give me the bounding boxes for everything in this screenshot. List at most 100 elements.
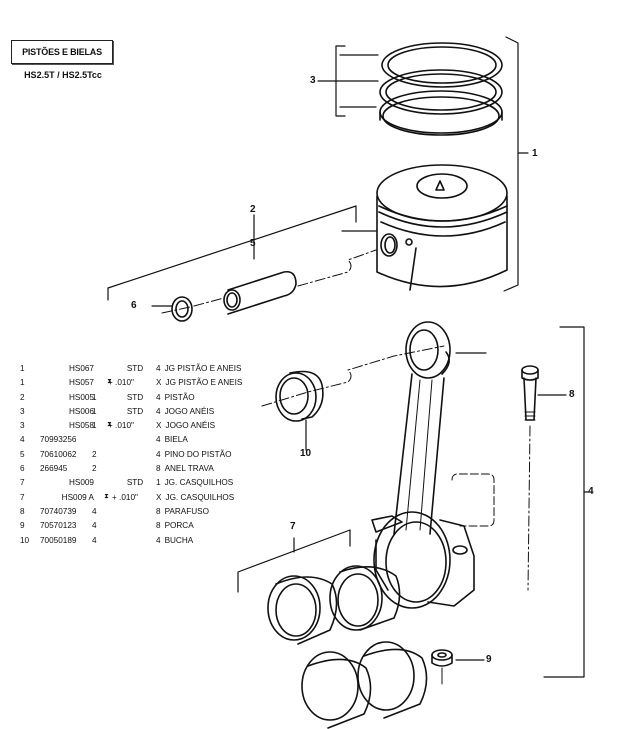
- rod-bolt: [521, 365, 567, 591]
- total-qty: 4: [156, 435, 161, 445]
- part-description: JG. CASQUILHOS: [164, 478, 234, 488]
- callout-6: 6: [131, 300, 137, 311]
- part-description: ANEL TRAVA: [164, 464, 214, 474]
- total-qty: 4: [156, 392, 161, 402]
- total-qty: 4: [156, 449, 161, 459]
- part-description: JOGO ANÉIS: [164, 406, 215, 416]
- callout-1: 1: [532, 148, 538, 159]
- callout-5: 5: [250, 238, 256, 249]
- item-number: 1: [20, 378, 25, 388]
- piston-rings: [379, 42, 503, 136]
- unit-qty: 4: [92, 535, 97, 545]
- item-number: 8: [20, 506, 25, 516]
- callout-2-bracket: [107, 205, 377, 301]
- hourglass-icon: ⧗: [107, 421, 112, 429]
- unit-qty: 4: [92, 506, 97, 516]
- callout-3-leader: [317, 45, 379, 117]
- part-code: HS009 A: [61, 492, 94, 502]
- total-qty: X: [156, 378, 162, 388]
- part-description: BUCHA: [164, 535, 194, 545]
- part-code: HS005: [68, 392, 94, 402]
- callout-9: 9: [486, 654, 492, 665]
- item-number: 2: [20, 392, 25, 402]
- item-number: 7: [20, 492, 25, 502]
- part-code: 70740739: [40, 506, 77, 516]
- total-qty: 8: [156, 506, 161, 516]
- item-number: 4: [20, 435, 25, 445]
- oversize-value: + .010": [108, 421, 134, 431]
- rod-nut: [431, 649, 485, 685]
- oversize-spec: ⧗+ .010": [104, 493, 138, 502]
- callout-2: 2: [250, 204, 256, 215]
- unit-qty: 2: [92, 449, 97, 459]
- part-description: PORCA: [164, 521, 194, 531]
- item-number: 10: [20, 535, 30, 545]
- spec: STD: [126, 364, 144, 373]
- hourglass-icon: ⧗: [107, 378, 112, 386]
- connecting-rod: [371, 321, 475, 609]
- part-description: PISTÃO: [164, 392, 195, 402]
- spec: STD: [126, 406, 144, 416]
- item-number: 6: [20, 464, 25, 474]
- item-number: 3: [20, 421, 25, 431]
- part-code: HS057: [68, 378, 94, 388]
- part-description: JOGO ANÉIS: [165, 421, 216, 431]
- part-description: JG PISTÃO E ANEIS: [164, 364, 242, 373]
- callout-10: 10: [300, 448, 312, 459]
- total-qty: 8: [156, 464, 161, 474]
- part-code: HS009: [68, 478, 94, 488]
- small-end-bushing: [275, 370, 324, 451]
- hourglass-icon: ⧗: [104, 492, 109, 500]
- part-code: 70993256: [40, 435, 77, 445]
- callout-4: 4: [588, 486, 594, 497]
- callout-7-bracket: [237, 529, 351, 593]
- total-qty: 4: [156, 406, 161, 416]
- section-title: PISTÕES E BIELAS: [22, 47, 102, 57]
- part-code: 70610062: [40, 449, 77, 459]
- callout-8: 8: [569, 389, 575, 400]
- piston-pin: [223, 270, 297, 315]
- bearing-shells: [267, 565, 428, 729]
- unit-qty: 4: [92, 521, 97, 531]
- part-description: PARAFUSO: [164, 506, 209, 516]
- unit-qty: 2: [92, 464, 97, 474]
- model-subtitle: HS2.5T / HS2.5Tcc: [24, 70, 102, 80]
- unit-qty: 1: [92, 406, 97, 416]
- callout-1-bracket: [503, 36, 529, 292]
- part-code: HS067: [68, 364, 94, 373]
- item-number: 5: [20, 449, 25, 459]
- snap-ring: [171, 296, 193, 322]
- callout-7: 7: [290, 521, 296, 532]
- part-description: JG. CASQUILHOS: [165, 492, 235, 502]
- oversize-value: + .010": [108, 378, 134, 388]
- part-description: PINO DO PISTÃO: [164, 449, 232, 459]
- item-number: 3: [20, 406, 25, 416]
- section-title-box: PISTÕES E BIELAS: [11, 40, 113, 64]
- total-qty: 8: [156, 521, 161, 531]
- part-code: 70570123: [40, 521, 77, 531]
- item-number: 1: [20, 364, 25, 373]
- oversize-value: + .010": [112, 492, 138, 502]
- total-qty: X: [156, 492, 162, 502]
- part-code: HS006: [68, 406, 94, 416]
- total-qty: 4: [156, 364, 161, 373]
- total-qty: X: [156, 421, 162, 431]
- item-number: 9: [20, 521, 25, 531]
- unit-qty: 1: [92, 421, 97, 431]
- part-code: 70050189: [40, 535, 77, 545]
- callout-3: 3: [310, 75, 316, 86]
- oversize-spec: ⧗+ .010": [107, 421, 134, 430]
